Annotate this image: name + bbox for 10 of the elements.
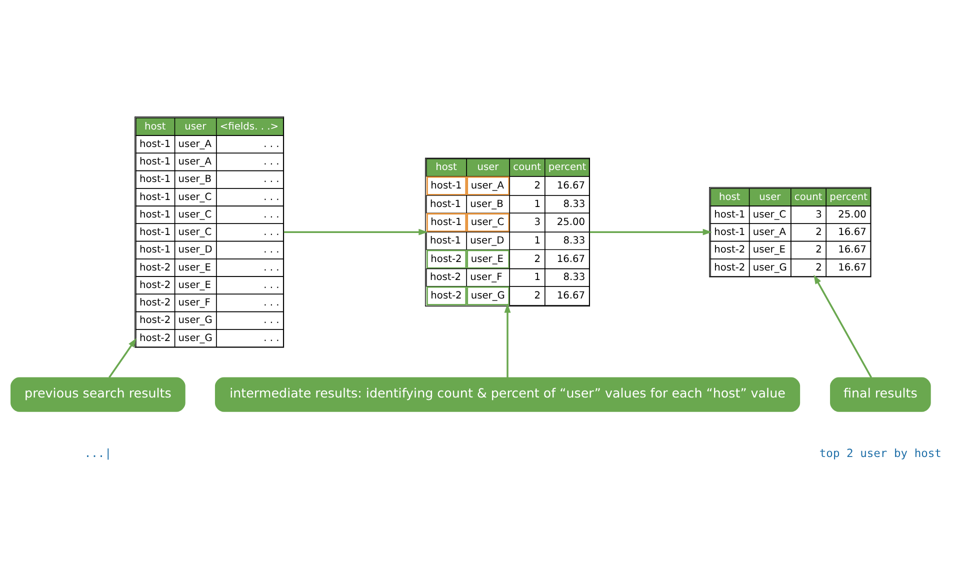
node-box: intermediate results: identifying count & percent of “user” values for each “host” value (214, 376, 800, 412)
arrow (108, 338, 136, 378)
label: top 2 user by host (819, 446, 942, 460)
arrow (590, 228, 712, 235)
arrow (504, 303, 511, 378)
label: ...| (84, 446, 112, 460)
arrow (284, 228, 428, 235)
node-box: previous search results (10, 376, 186, 412)
arrow (814, 274, 872, 378)
node-box: final results (830, 376, 931, 412)
